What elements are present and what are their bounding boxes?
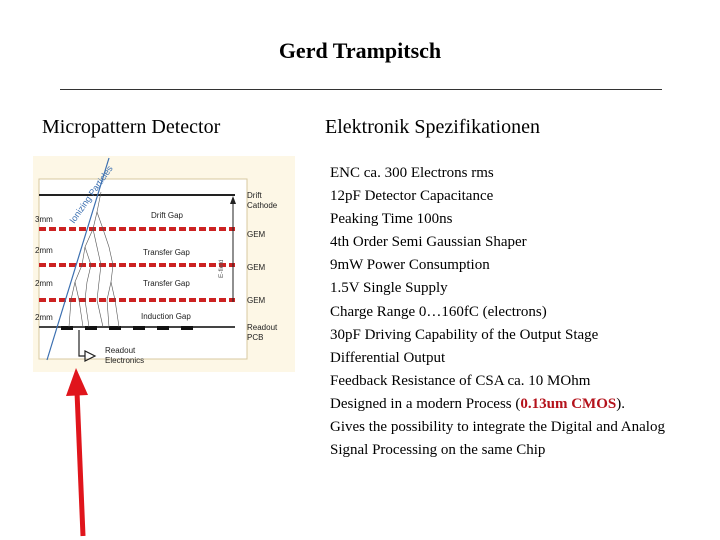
spec-item: 30pF Driving Capability of the Output St… bbox=[330, 326, 599, 343]
spec-item: ENC ca. 300 Electrons rms bbox=[330, 165, 494, 181]
readout-pcb-label-1: Readout bbox=[247, 323, 278, 332]
spec-item: Feedback Resistance of CSA ca. 10 MOhm bbox=[330, 372, 591, 389]
drift-label: Drift bbox=[247, 191, 262, 200]
spec-item: Peaking Time 100ns bbox=[330, 211, 453, 228]
spec-item: 12pF Detector Capacitance bbox=[330, 188, 494, 205]
readout-pads bbox=[61, 326, 193, 330]
electron-avalanche bbox=[68, 191, 120, 328]
title-divider bbox=[60, 89, 662, 90]
readout-pcb-label-2: PCB bbox=[247, 333, 263, 342]
spec-item: 1.5V Single Supply bbox=[330, 280, 448, 297]
amplifier-icon bbox=[84, 350, 97, 362]
spec-process-prefix: Designed in a modern Process ( bbox=[330, 395, 521, 412]
efield-arrowhead bbox=[230, 196, 236, 204]
readout-electronics-label-1: Readout bbox=[105, 346, 136, 355]
spec-item: Differential Output bbox=[330, 349, 446, 366]
spec-process-highlight: 0.13um CMOS bbox=[520, 395, 617, 412]
gap-name-induction: Induction Gap bbox=[141, 312, 191, 321]
efield-label: E-field bbox=[218, 259, 225, 278]
gap-name-transfer-2: Transfer Gap bbox=[143, 279, 190, 288]
readout-electronics-label-2: Electronics bbox=[105, 356, 144, 365]
cathode-label: Cathode bbox=[247, 201, 278, 210]
spec-item-integration-1: Gives the possibility to integrate the D… bbox=[330, 419, 665, 436]
readout-wire bbox=[78, 330, 85, 357]
spec-item-integration-2: Signal Processing on the same Chip bbox=[330, 442, 546, 459]
right-heading: Elektronik Spezifikationen bbox=[325, 116, 540, 138]
gap-size-1: 3mm bbox=[35, 215, 53, 224]
spec-list: ENC ca. 300 Electrons rms 12pF Detector … bbox=[330, 162, 665, 462]
particle-track bbox=[46, 157, 110, 361]
spec-item: 4th Order Semi Gaussian Shaper bbox=[330, 234, 527, 251]
spec-process-suffix: ). bbox=[616, 395, 625, 412]
left-heading: Micropattern Detector bbox=[42, 116, 221, 138]
gem-label-2: GEM bbox=[247, 263, 266, 272]
gap-name-transfer-1: Transfer Gap bbox=[143, 248, 190, 257]
spec-item: 9mW Power Consumption bbox=[330, 257, 490, 274]
gem-detector-diagram: E-field Ionizing Particles 3mm 2mm 2mm 2… bbox=[33, 156, 295, 372]
gap-size-4: 2mm bbox=[35, 313, 53, 322]
gap-size-2: 2mm bbox=[35, 246, 53, 255]
gem-label-3: GEM bbox=[247, 296, 266, 305]
red-arrow-shaft bbox=[74, 391, 86, 537]
slide-title: Gerd Trampitsch bbox=[278, 38, 442, 63]
gap-name-drift: Drift Gap bbox=[151, 211, 184, 220]
spec-item-process: Designed in a modern Process (0.13um CMO… bbox=[330, 393, 665, 416]
chamber-box bbox=[38, 178, 248, 360]
spec-item: Charge Range 0…160fC (electrons) bbox=[330, 303, 547, 320]
gap-size-3: 2mm bbox=[35, 279, 53, 288]
gem-label-1: GEM bbox=[247, 230, 266, 239]
red-arrow-head bbox=[66, 368, 88, 396]
